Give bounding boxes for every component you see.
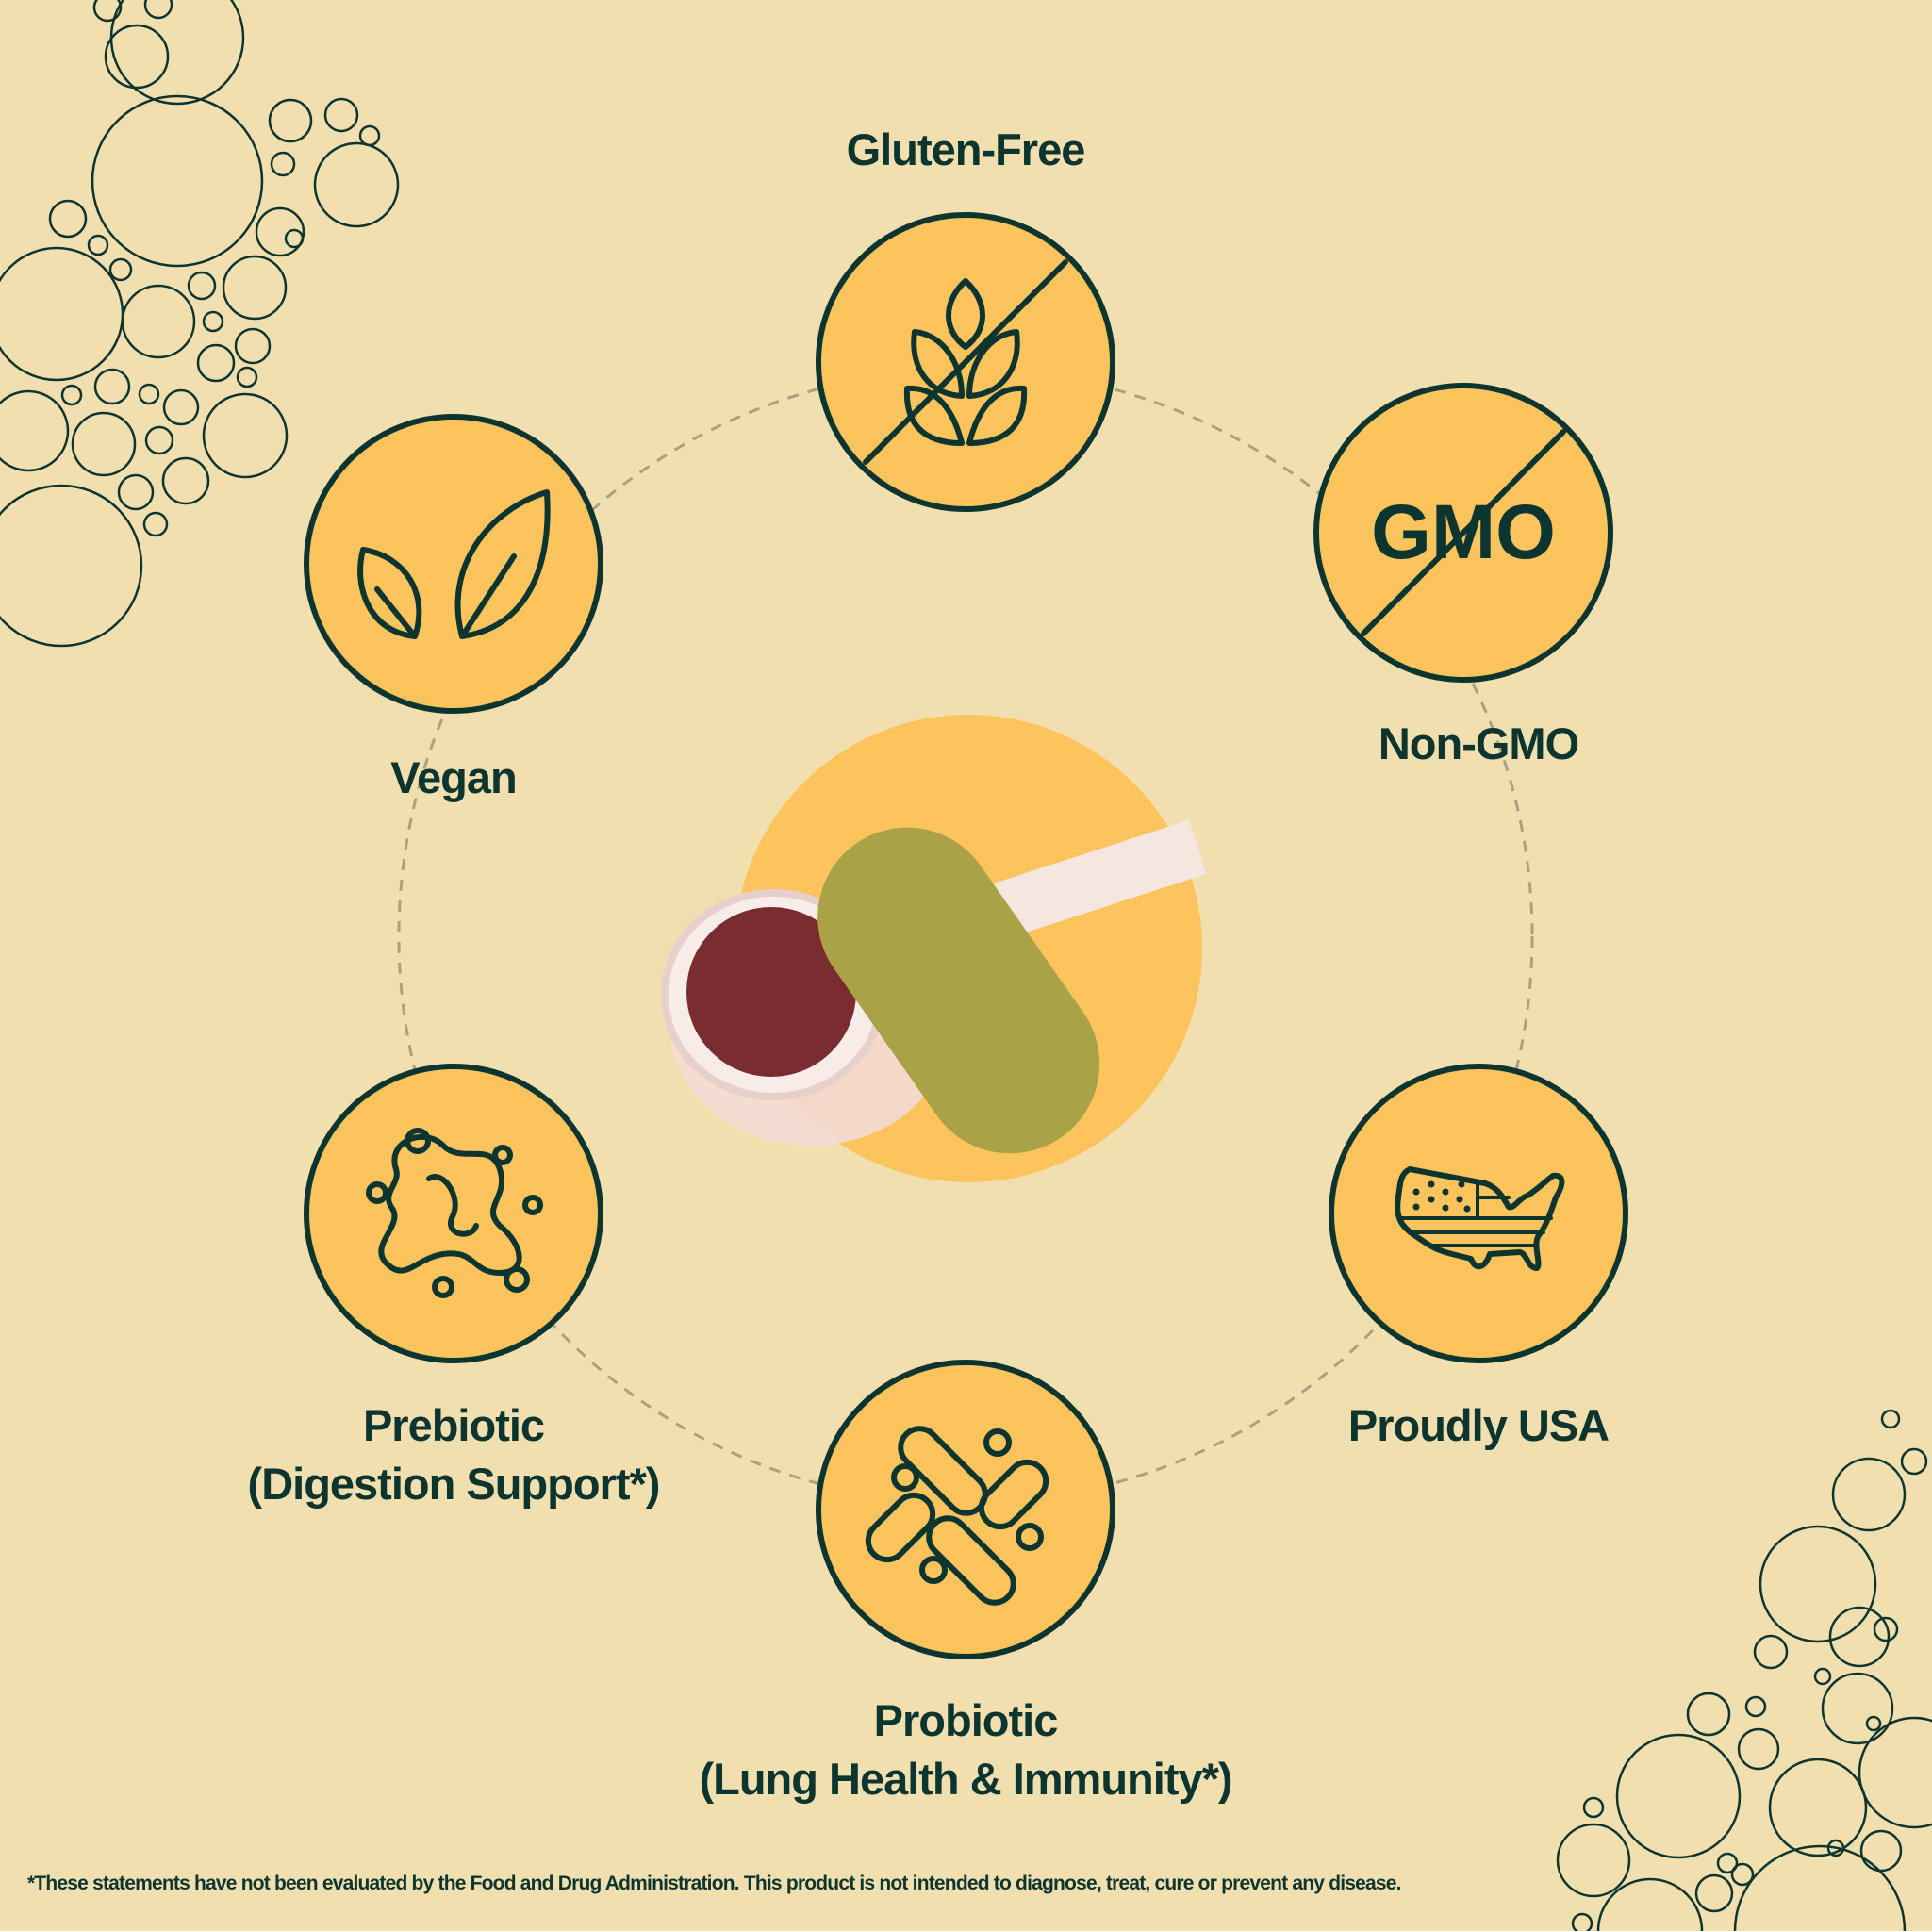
bubble — [236, 366, 258, 388]
bubble — [1768, 1758, 1868, 1857]
gmo-strike — [1361, 429, 1566, 636]
bubble — [1759, 1525, 1877, 1643]
bubble — [143, 0, 173, 20]
bubble — [202, 310, 224, 333]
gmo-icon-text: GMO — [1371, 489, 1556, 575]
bubble — [1556, 1823, 1631, 1898]
bubble — [358, 124, 381, 147]
bubble — [1826, 1839, 1845, 1857]
leaves-icon — [357, 489, 551, 639]
wheat-crossed-icon — [863, 259, 1068, 465]
bubble — [1737, 1727, 1780, 1771]
usa-stars — [1412, 1180, 1471, 1213]
probiotic-title: Probiotic — [873, 1695, 1059, 1745]
bubble — [1828, 1606, 1891, 1668]
label-usa: Proudly USA — [1347, 1400, 1610, 1450]
bubble — [91, 94, 264, 268]
bubble — [0, 246, 124, 382]
bubble — [323, 97, 359, 133]
bubble — [1582, 1796, 1605, 1819]
bubble — [1694, 1873, 1734, 1913]
bubble — [202, 392, 289, 479]
label-vegan: Vegan — [390, 752, 517, 802]
bubble — [1865, 1715, 1882, 1732]
bubble — [121, 284, 196, 359]
bubble — [138, 383, 160, 405]
bubble — [0, 484, 143, 648]
label-probiotic: Probiotic (Lung Health & Immunity*) — [699, 1692, 1232, 1808]
bubble — [1831, 1457, 1907, 1532]
bubble — [1900, 1447, 1928, 1476]
usa-flag-map-icon — [1395, 1166, 1565, 1271]
bubble — [1859, 1829, 1903, 1873]
product-image — [661, 715, 1207, 1182]
bubble — [144, 425, 174, 455]
bubble — [270, 151, 296, 177]
bubble — [1596, 1877, 1704, 1931]
bubble — [1744, 1695, 1767, 1718]
bubble — [196, 343, 236, 383]
bubble — [142, 511, 169, 537]
bubble — [1821, 1672, 1894, 1745]
bubble — [108, 257, 133, 282]
bubble — [87, 234, 109, 256]
dashed-ring — [397, 368, 1534, 1505]
bubble — [1686, 1692, 1731, 1737]
bubble — [222, 255, 288, 321]
probiotic-bacteria-icon — [865, 1426, 1049, 1606]
bubble — [1813, 1667, 1832, 1686]
bubble — [162, 388, 200, 426]
bubble — [1730, 1862, 1755, 1887]
bubble — [1880, 1409, 1901, 1429]
bubble — [187, 271, 217, 301]
bubble — [268, 98, 313, 143]
bubble — [48, 199, 88, 239]
bubble — [1733, 1844, 1907, 1931]
bubble — [1858, 1716, 1932, 1829]
bubble — [255, 206, 305, 257]
bubble — [1716, 1852, 1739, 1874]
bubble — [1873, 1616, 1899, 1642]
bubble — [71, 411, 137, 477]
label-prebiotic: Prebiotic (Digestion Support*) — [247, 1396, 661, 1513]
label-gluten-free: Gluten-Free — [846, 124, 1086, 174]
bubble — [93, 368, 131, 405]
bubble — [92, 0, 123, 23]
bubble — [234, 327, 272, 365]
fda-disclaimer: *These statements have not been evaluate… — [27, 1873, 1402, 1894]
bubble — [313, 141, 400, 228]
label-non-gmo: Non-GMO — [1378, 718, 1579, 768]
bubble — [0, 389, 70, 472]
bubble — [117, 473, 155, 511]
bubble — [104, 24, 170, 90]
badge-vegan — [304, 414, 603, 714]
bubble — [1615, 1733, 1742, 1859]
prebiotic-fiber-icon — [366, 1128, 543, 1298]
bubble — [161, 456, 210, 505]
probiotic-subtitle: (Lung Health & Immunity*) — [699, 1754, 1232, 1804]
prebiotic-subtitle: (Digestion Support*) — [247, 1459, 661, 1509]
prebiotic-title: Prebiotic — [362, 1400, 545, 1450]
bubble — [1571, 1912, 1593, 1931]
bubble — [1753, 1634, 1789, 1670]
bubble — [60, 384, 83, 406]
badge-probiotic — [816, 1360, 1115, 1659]
bubble — [284, 228, 305, 249]
